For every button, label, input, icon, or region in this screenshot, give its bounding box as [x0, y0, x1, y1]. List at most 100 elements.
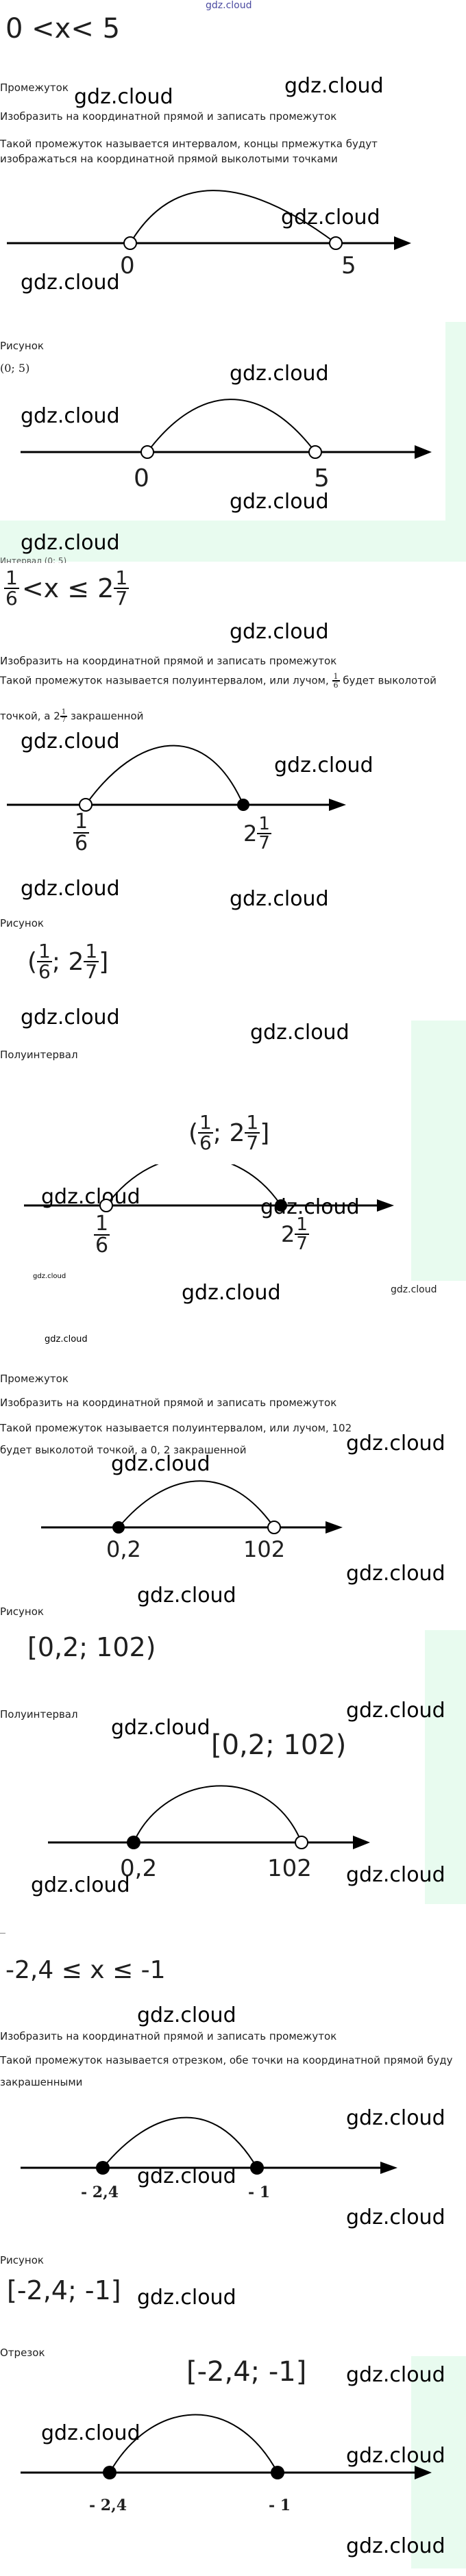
filled-point-0-2 [112, 1521, 125, 1534]
axis-arrow [329, 799, 346, 811]
point-label-102: 102 [267, 1855, 312, 1882]
interval-arc [133, 1785, 302, 1843]
mint-panel [445, 322, 466, 527]
watermark: gdz.cloud [346, 1863, 445, 1887]
section4-figure-label: Рисунок [0, 2254, 44, 2266]
watermark: gdz.cloud [21, 271, 120, 295]
section3-instruction: Изобразить на координатной прямой и запи… [0, 1397, 337, 1409]
watermark: gdz.cloud [31, 1873, 130, 1897]
interval-arc [109, 2414, 278, 2473]
section2-drawing-figure [24, 1164, 394, 1212]
interval-arc [85, 745, 244, 805]
watermark: gdz.cloud [281, 205, 380, 229]
point-label-0-2: 0,2 [106, 1536, 141, 1562]
section3-figure-label: Рисунок [0, 1605, 44, 1618]
interval-arc [147, 399, 316, 453]
section1-explanation: Такой промежуток называется интервалом, … [0, 138, 378, 165]
watermark: gdz.cloud [274, 753, 373, 777]
section3-drawing-figure [48, 1785, 370, 1849]
open-point-0 [140, 445, 154, 459]
filled-point-two-one-seventh [275, 1199, 287, 1212]
open-point-one-sixth [99, 1199, 113, 1212]
section4-title: -2,4 ≤ x ≤ -1 [5, 1956, 166, 1984]
watermark: gdz.cloud [346, 2363, 445, 2387]
watermark: gdz.cloud [346, 1431, 445, 1455]
section1-drawing-figure [21, 399, 432, 459]
section2-number-line-figure [7, 745, 346, 812]
interval-arc [130, 190, 336, 244]
point-label-minus-2-4: - 2,4 [89, 2497, 127, 2514]
point-label-minus-2-4: - 2,4 [81, 2184, 119, 2201]
filled-point-two-one-seventh [237, 799, 249, 811]
watermark: gdz.cloud [346, 2205, 445, 2229]
section2-answer-label: Полуинтервал [0, 1049, 78, 1061]
open-point-one-sixth [79, 798, 93, 812]
filled-point-minus-2-4 [103, 2466, 116, 2479]
axis-arrow [353, 1836, 370, 1849]
open-point-102 [267, 1521, 281, 1534]
axis-arrow [415, 445, 432, 459]
section3-figure-interval: [0,2; 102) [27, 1632, 156, 1662]
section3-number-line-figure [41, 1480, 343, 1534]
watermark: gdz.cloud [137, 2164, 236, 2188]
section1-figure-label: Рисунок [0, 340, 44, 352]
section4-instruction: Изобразить на координатной прямой и запи… [0, 2030, 337, 2042]
watermark: gdz.cloud [346, 1699, 445, 1723]
section4-drawing-interval: [-2,4; -1] [186, 2356, 307, 2388]
watermark: gdz.cloud [137, 1584, 236, 1608]
watermark: gdz.cloud [230, 620, 329, 644]
point-label-5: 5 [341, 252, 356, 279]
watermark: gdz.cloud [21, 404, 120, 428]
watermark: gdz.cloud [21, 1005, 120, 1029]
open-point-102 [295, 1836, 308, 1849]
point-label-0: 0 [120, 252, 135, 279]
watermark: gdz.cloud [230, 490, 329, 514]
top-watermark: gdz.cloud [206, 0, 252, 11]
interval-arc [102, 2116, 258, 2168]
section1-instruction: Изобразить на координатной прямой и запи… [0, 110, 337, 123]
axis-arrow [380, 2162, 397, 2174]
watermark: gdz.cloud [21, 531, 120, 555]
watermark: gdz.cloud [182, 1281, 281, 1305]
watermark: gdz.cloud [284, 74, 384, 98]
watermark-small: gdz.cloud [45, 1334, 88, 1345]
watermark-small: gdz.cloud [391, 1284, 437, 1295]
watermark: gdz.cloud [250, 1021, 350, 1045]
axis-arrow [394, 236, 411, 250]
watermark: gdz.cloud [230, 362, 329, 386]
section4-figure-interval: [-2,4; -1] [7, 2275, 121, 2305]
section2-figure-label: Рисунок [0, 917, 44, 929]
point-label-0-2: 0,2 [120, 1855, 158, 1882]
watermark: gdz.cloud [346, 2106, 445, 2130]
section4-dash [0, 1933, 5, 1934]
section1-type-label: Промежуток [0, 82, 69, 94]
point-label-minus-1: - 1 [269, 2497, 291, 2514]
point-label-5: 5 [314, 464, 330, 492]
watermark: gdz.cloud [111, 1716, 210, 1740]
section4-answer-label: Отрезок [0, 2347, 45, 2359]
section3-drawing-interval: [0,2; 102) [211, 1729, 347, 1761]
section4-explanation: Такой промежуток называется отрезком, об… [0, 2054, 453, 2088]
section4-number-line-figure [21, 2116, 397, 2175]
point-label-0: 0 [134, 464, 149, 492]
section3-explanation: Такой промежуток называется полуинтервал… [0, 1422, 352, 1456]
filled-point-0-2 [127, 1836, 140, 1849]
section4-drawing-figure [21, 2414, 432, 2479]
watermark: gdz.cloud [230, 887, 329, 911]
mint-panel [411, 2356, 466, 2568]
watermark: gdz.cloud [346, 1562, 445, 1586]
axis-arrow [326, 1521, 343, 1534]
section1-number-line-figure [7, 190, 411, 250]
open-point-5 [329, 236, 343, 250]
watermark: gdz.cloud [137, 2003, 236, 2027]
section3-answer-label: Полуинтервал [0, 1708, 78, 1721]
filled-point-minus-1 [271, 2466, 284, 2479]
section1-title: 0 <x< 5 [5, 13, 121, 45]
point-label-minus-1: - 1 [248, 2184, 271, 2201]
